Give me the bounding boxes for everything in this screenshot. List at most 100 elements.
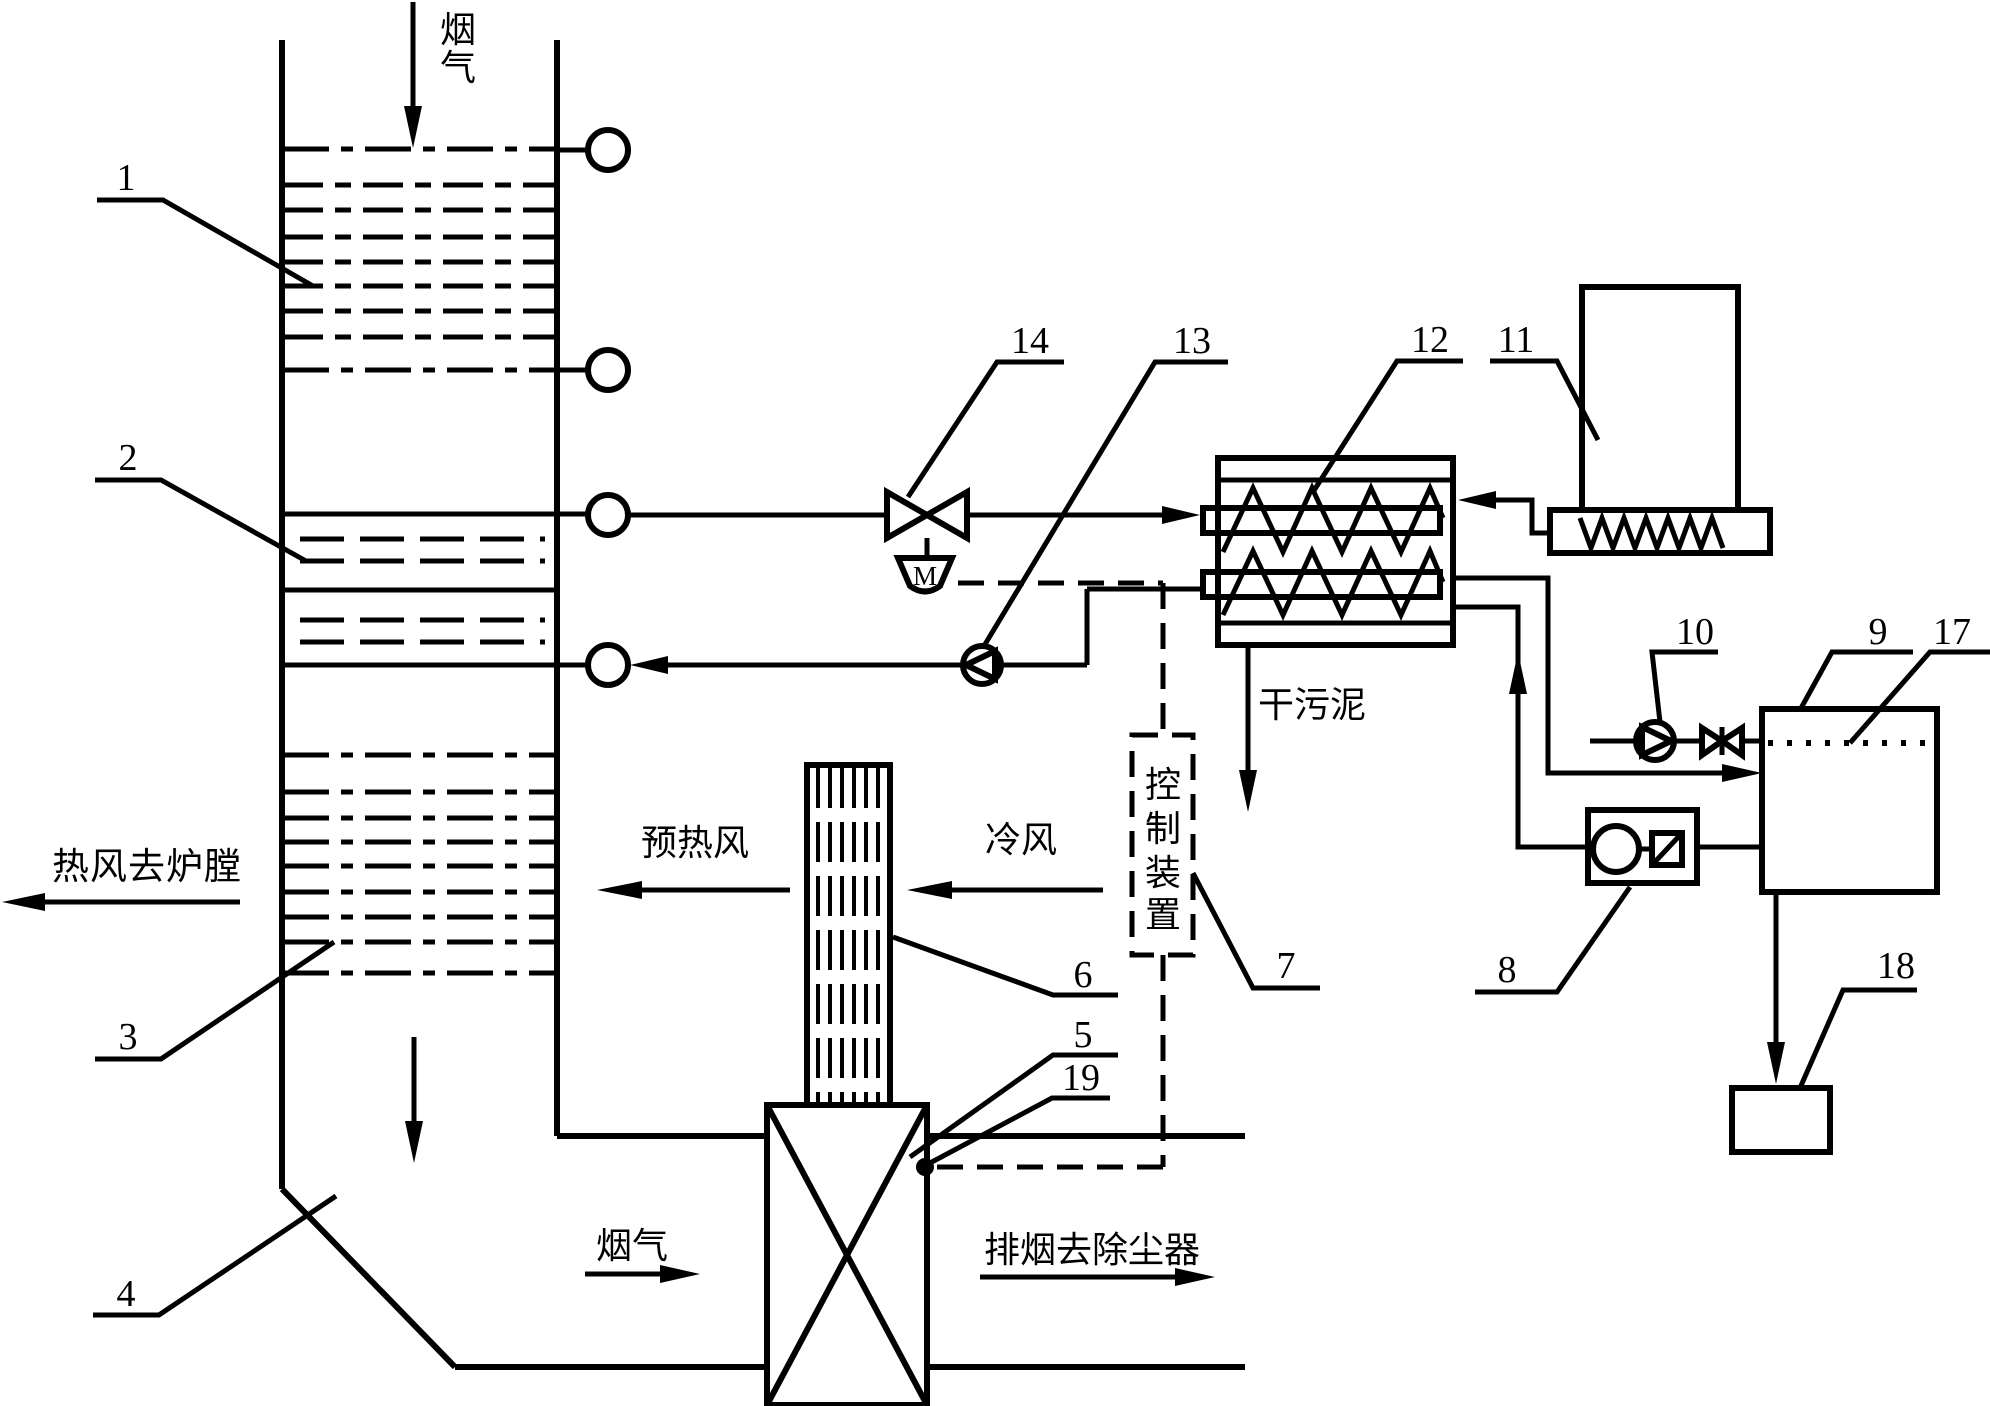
valve-motor-label: M bbox=[913, 561, 937, 591]
dry-sludge-arrowhead bbox=[1239, 770, 1257, 812]
sensor-point-19 bbox=[916, 1158, 934, 1176]
pump-13-impeller bbox=[959, 646, 998, 684]
valve-14-line: M bbox=[628, 486, 1200, 595]
return-arrowhead bbox=[630, 656, 668, 674]
flue-gas-bottom-label: 烟气 bbox=[596, 1226, 668, 1266]
air-arrows bbox=[585, 881, 1215, 1286]
flue-gas-bottom-arrowhead bbox=[660, 1265, 700, 1283]
leader-7 bbox=[1190, 871, 1320, 991]
leader-6 bbox=[892, 934, 1118, 998]
leader-13 bbox=[981, 359, 1228, 648]
header-port-circle bbox=[585, 347, 631, 393]
ref-10: 10 bbox=[1676, 611, 1714, 653]
coil2-outlet-port bbox=[585, 492, 631, 538]
flue-gas-top-char: 气 bbox=[440, 48, 476, 88]
conveyor-to-tank-line bbox=[1453, 575, 1722, 776]
leader-14 bbox=[905, 359, 1064, 499]
flue-gas-top-char: 烟 bbox=[440, 10, 476, 50]
leader-17 bbox=[1848, 649, 1990, 745]
leader-10 bbox=[1649, 649, 1718, 723]
flue-gas-inlet-arrowhead bbox=[404, 106, 422, 148]
leader-4 bbox=[93, 1193, 338, 1318]
leader-3 bbox=[95, 939, 336, 1062]
valve-right-triangle bbox=[920, 486, 970, 544]
control-device-char: 控 bbox=[1145, 765, 1181, 805]
leader-18 bbox=[1797, 987, 1917, 1090]
leader-1 bbox=[97, 197, 315, 289]
feed-line bbox=[1494, 497, 1552, 536]
check-valve-right bbox=[1716, 722, 1745, 761]
exhaust-to-dust-collector-label: 排烟去除尘器 bbox=[984, 1230, 1200, 1270]
ref-6: 6 bbox=[1074, 954, 1093, 996]
lower-screw-flight bbox=[1220, 544, 1446, 621]
air-riser-6 bbox=[804, 762, 893, 1108]
tank-body bbox=[1759, 706, 1940, 895]
ref-11: 11 bbox=[1498, 319, 1535, 361]
exhaust-arrowhead bbox=[1175, 1268, 1215, 1286]
control-device-char: 装 bbox=[1145, 853, 1181, 893]
control-device-char: 制 bbox=[1145, 809, 1181, 849]
blower-to-conveyor-line bbox=[1453, 604, 1588, 850]
ref-7: 7 bbox=[1277, 945, 1296, 987]
ref-leaders bbox=[93, 197, 1990, 1318]
ref-8: 8 bbox=[1498, 949, 1517, 991]
blower-motor bbox=[1649, 830, 1685, 868]
control-device-char: 置 bbox=[1145, 895, 1181, 935]
ref-9: 9 bbox=[1869, 611, 1888, 653]
valve-left-triangle bbox=[884, 486, 934, 544]
leader-8 bbox=[1475, 885, 1633, 995]
upper-screw-flight bbox=[1220, 481, 1446, 558]
supply-arrowhead bbox=[1162, 506, 1200, 524]
right-piping bbox=[1453, 575, 1762, 850]
control-device-7: 控 制 装 置 bbox=[934, 580, 1196, 1170]
hot-air-arrowhead bbox=[2, 893, 45, 911]
leader-9 bbox=[1797, 649, 1913, 712]
heating-coil-2 bbox=[283, 492, 631, 688]
blower-fan bbox=[1590, 823, 1642, 875]
ref-12: 12 bbox=[1411, 319, 1449, 361]
tank-inlet-arrowhead bbox=[1722, 764, 1762, 782]
text-annotations: 烟 气 热风去炉膛 预热风 冷风 干污泥 烟气 排烟去除尘器 bbox=[52, 10, 1366, 1270]
preheater-housing bbox=[764, 1102, 930, 1406]
ref-5: 5 bbox=[1074, 1014, 1093, 1056]
blower-housing bbox=[1585, 807, 1700, 886]
feed-arrowhead bbox=[1458, 491, 1496, 509]
ref-2: 2 bbox=[119, 437, 138, 479]
collector-bin-18 bbox=[1729, 1085, 1833, 1155]
water-feed-line bbox=[1590, 719, 1762, 763]
ref-17: 17 bbox=[1933, 611, 1971, 653]
ref-3: 3 bbox=[119, 1016, 138, 1058]
feeder-spring bbox=[1577, 510, 1726, 556]
ref-14: 14 bbox=[1011, 320, 1049, 362]
leader-11 bbox=[1490, 358, 1601, 442]
blower-motor-diagonal bbox=[1650, 831, 1684, 867]
preheater-cross-2 bbox=[764, 1103, 930, 1406]
cold-air-arrowhead bbox=[907, 881, 952, 899]
ref-13: 13 bbox=[1173, 320, 1211, 362]
hopper-body bbox=[1579, 284, 1741, 513]
tank-drain-arrowhead bbox=[1767, 1042, 1785, 1084]
leader-19 bbox=[928, 1095, 1110, 1166]
blower-8 bbox=[1585, 807, 1700, 886]
leader-12 bbox=[1310, 358, 1463, 494]
cold-air-label: 冷风 bbox=[985, 820, 1057, 860]
preheated-air-arrowhead bbox=[597, 881, 642, 899]
flue-gas-duct bbox=[279, 2, 1245, 1370]
screw-conveyor-12 bbox=[1200, 455, 1456, 812]
valve-actuator-cup bbox=[893, 555, 957, 595]
ref-19: 19 bbox=[1062, 1057, 1100, 1099]
leader-2 bbox=[95, 477, 308, 564]
pump-13-line bbox=[630, 586, 1203, 687]
blower-air-up-arrowhead bbox=[1509, 652, 1527, 694]
pump-10-impeller bbox=[1639, 722, 1678, 760]
air-heater-bank-3 bbox=[283, 752, 557, 976]
ref-18: 18 bbox=[1877, 945, 1915, 987]
header-port-circle bbox=[585, 127, 631, 173]
duct-bottom-bend bbox=[279, 1186, 458, 1370]
tube-bank-1 bbox=[283, 127, 631, 393]
ref-1: 1 bbox=[117, 157, 136, 199]
ref-4: 4 bbox=[117, 1273, 136, 1315]
leader-5 bbox=[908, 1052, 1118, 1160]
